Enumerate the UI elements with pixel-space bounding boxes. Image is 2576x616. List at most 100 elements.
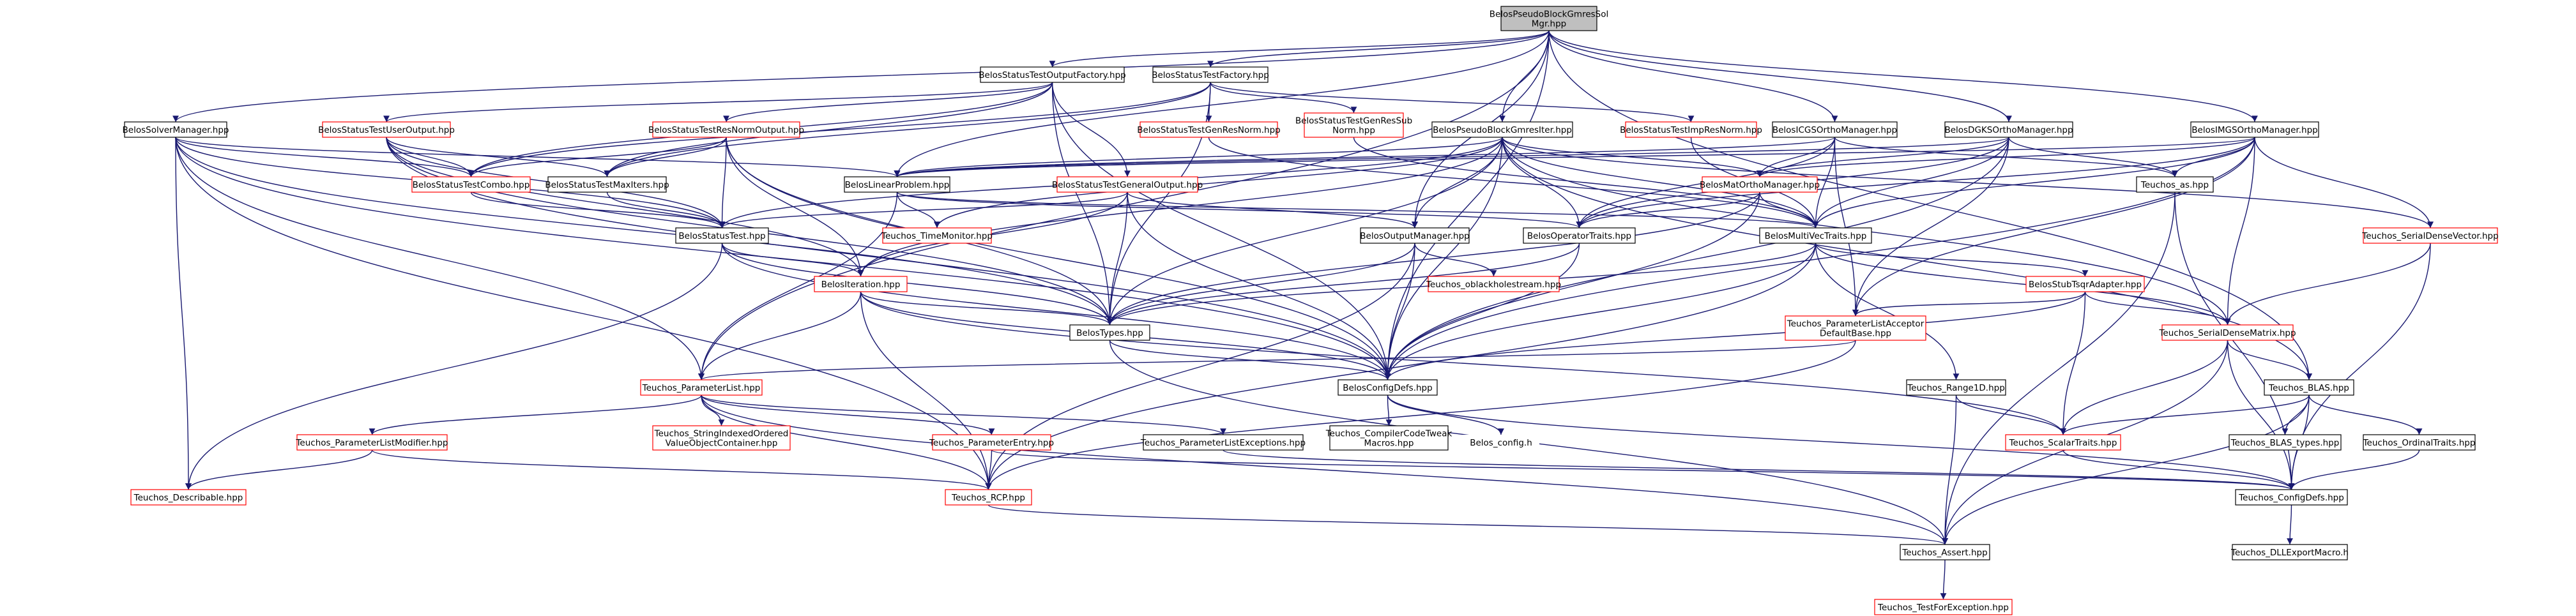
node-plad[interactable]: Teuchos_ParameterListAcceptorDefaultBase… <box>1785 315 1926 341</box>
node-mvtraits[interactable]: BelosMultiVecTraits.hpp <box>1759 227 1872 244</box>
node-optraits[interactable]: BelosOperatorTraits.hpp <box>1523 227 1636 244</box>
node-box-strno <box>652 121 800 138</box>
node-belostypes[interactable]: BelosTypes.hpp <box>1069 324 1150 341</box>
node-box-stest <box>675 227 769 244</box>
node-box-timemon <box>882 227 992 244</box>
node-stf[interactable]: BelosStatusTestFactory.hpp <box>1152 66 1269 83</box>
edge-imgs-to-plad <box>1852 137 2255 317</box>
node-label-blastypes-line-0: Teuchos_BLAS_types.hpp <box>2230 438 2340 448</box>
edge-plad-to-rcp <box>985 340 1856 490</box>
edge-root-to-blas <box>1548 30 2312 380</box>
node-stubtsqr[interactable]: BelosStubTsqrAdapter.hpp <box>2025 276 2145 292</box>
edge-belostypes-to-configdefs <box>1109 340 1391 380</box>
node-pbgi[interactable]: BelosPseudoBlockGmresIter.hpp <box>1431 121 1573 138</box>
edge-stest-to-iteration <box>721 243 864 277</box>
edge-stuo-to-iteration <box>386 137 864 277</box>
edge-strno-to-stmaxit <box>604 137 727 177</box>
node-label-stgo-line-0: BelosStatusTestGeneralOutput.hpp <box>1052 180 1203 190</box>
node-box-plexc <box>1143 434 1304 451</box>
edge-stf-to-stcombo <box>468 82 1211 177</box>
edge-iteration-to-belostypes <box>860 291 1113 326</box>
node-stof[interactable]: BelosStatusTestOutputFactory.hpp <box>979 66 1126 83</box>
node-label-pbgi-line-0: BelosPseudoBlockGmresIter.hpp <box>1433 125 1572 135</box>
node-label-icgs-line-0: BelosICGSOrthoManager.hpp <box>1772 125 1897 135</box>
edge-iteration-to-scalartraits <box>860 291 2066 435</box>
edge-outmgr-to-oblackhole <box>1414 243 1497 277</box>
node-configdefs[interactable]: BelosConfigDefs.hpp <box>1338 379 1438 396</box>
node-imgs[interactable]: BelosIMGSOrthoManager.hpp <box>2190 121 2319 138</box>
edge-root-to-solvmgr <box>172 30 1550 123</box>
node-label-strno-line-0: BelosStatusTestResNormOutput.hpp <box>648 125 804 135</box>
node-range1d[interactable]: Teuchos_Range1D.hpp <box>1906 379 2006 396</box>
node-solvmgr[interactable]: BelosSolverManager.hpp <box>123 121 229 138</box>
edge-blas-to-ordtraits <box>2308 394 2423 435</box>
node-rcp[interactable]: Teuchos_RCP.hpp <box>945 489 1032 506</box>
node-ordtraits[interactable]: Teuchos_OrdinalTraits.hpp <box>2363 434 2476 451</box>
node-oblackhole[interactable]: Teuchos_oblackholestream.hpp <box>1426 276 1561 292</box>
node-stgrn[interactable]: BelosStatusTestGenResNorm.hpp <box>1137 121 1281 138</box>
node-icgs[interactable]: BelosICGSOrthoManager.hpp <box>1772 121 1898 138</box>
node-plist[interactable]: Teuchos_ParameterList.hpp <box>640 379 763 396</box>
node-testforexc[interactable]: Teuchos_TestForException.hpp <box>1874 599 2013 615</box>
node-pentry[interactable]: Teuchos_ParameterEntry.hpp <box>929 434 1054 451</box>
node-label-iteration-line-0: BelosIteration.hpp <box>821 280 901 290</box>
node-stmaxit[interactable]: BelosStatusTestMaxIters.hpp <box>545 176 669 193</box>
node-stest[interactable]: BelosStatusTest.hpp <box>675 227 769 244</box>
edge-solvmgr-to-belostypes <box>175 137 1113 326</box>
node-tconfigdefs[interactable]: Teuchos_ConfigDefs.hpp <box>2235 489 2348 506</box>
edge-range1d-to-tassert <box>1942 394 1957 545</box>
node-timemon[interactable]: Teuchos_TimeMonitor.hpp <box>881 227 993 244</box>
node-blastypes[interactable]: Teuchos_BLAS_types.hpp <box>2229 434 2342 451</box>
node-strno[interactable]: BelosStatusTestResNormOutput.hpp <box>648 121 804 138</box>
node-label-sidx-line-1: ValueObjectContainer.hpp <box>666 439 778 449</box>
node-plmod[interactable]: Teuchos_ParameterListModifier.hpp <box>295 434 448 451</box>
edge-pbgi-to-matortho <box>1502 137 1763 177</box>
node-box-icgs <box>1772 121 1898 138</box>
node-stuo[interactable]: BelosStatusTestUserOutput.hpp <box>318 121 455 138</box>
node-box-plmod <box>296 434 448 451</box>
edge-stuo-to-stcombo <box>386 137 475 177</box>
node-stcombo[interactable]: BelosStatusTestCombo.hpp <box>411 176 531 193</box>
node-label-optraits-line-0: BelosOperatorTraits.hpp <box>1527 231 1631 241</box>
edge-tconfigdefs-to-dllexport <box>2287 504 2293 545</box>
node-box-scalartraits <box>2005 434 2121 451</box>
edge-configdefs-to-tconfigdefs <box>1387 394 2295 490</box>
node-label-plist-line-0: Teuchos_ParameterList.hpp <box>642 383 761 393</box>
node-blas[interactable]: Teuchos_BLAS.hpp <box>2264 379 2354 396</box>
edge-mvtraits-to-stubtsqr <box>1815 243 2089 277</box>
node-label-teuchosas-line-0: Teuchos_as.hpp <box>2140 180 2209 190</box>
node-matortho[interactable]: BelosMatOrthoManager.hpp <box>1700 176 1820 193</box>
edge-matortho-to-belostypes <box>1106 192 1760 326</box>
node-dgks[interactable]: BelosDGKSOrthoManager.hpp <box>1944 121 2073 138</box>
edge-sdv-to-tconfigdefs <box>2288 243 2431 490</box>
node-sidx[interactable]: Teuchos_StringIndexedOrderedValueObjectC… <box>652 425 791 451</box>
node-stgo[interactable]: BelosStatusTestGeneralOutput.hpp <box>1052 176 1203 193</box>
edge-plist-to-pentry <box>701 394 995 435</box>
node-tassert[interactable]: Teuchos_Assert.hpp <box>1900 544 1990 560</box>
edge-pbgi-to-linprob <box>894 137 1503 177</box>
edge-solvmgr-to-stcombo <box>175 137 475 177</box>
node-sdm[interactable]: Teuchos_SerialDenseMatrix.hpp <box>2158 324 2296 341</box>
node-teuchosas[interactable]: Teuchos_as.hpp <box>2136 176 2214 193</box>
node-outmgr[interactable]: BelosOutputManager.hpp <box>1360 227 1470 244</box>
node-sdv[interactable]: Teuchos_SerialDenseVector.hpp <box>2361 227 2499 244</box>
node-describable[interactable]: Teuchos_Describable.hpp <box>130 489 247 506</box>
edge-root-to-imgs <box>1548 30 2258 123</box>
node-plexc[interactable]: Teuchos_ParameterListExceptions.hpp <box>1140 434 1306 451</box>
node-linprob[interactable]: BelosLinearProblem.hpp <box>844 176 950 193</box>
node-scalartraits[interactable]: Teuchos_ScalarTraits.hpp <box>2005 434 2121 451</box>
node-box-iteration <box>814 276 908 292</box>
node-stirn[interactable]: BelosStatusTestImpResNorm.hpp <box>1620 121 1762 138</box>
node-dllexport[interactable]: Teuchos_DLLExportMacro.h <box>2230 544 2349 560</box>
node-label-plmod-line-0: Teuchos_ParameterListModifier.hpp <box>295 438 448 448</box>
edge-pentry-to-rcp <box>985 449 993 490</box>
node-belosconfigh[interactable]: Belos_config.h <box>1463 435 1539 450</box>
edge-stuo-to-stmaxit <box>386 137 611 177</box>
node-iteration[interactable]: BelosIteration.hpp <box>814 276 908 292</box>
edge-sdm-to-tconfigdefs <box>2227 340 2295 490</box>
edge-iteration-to-plist <box>698 291 862 380</box>
